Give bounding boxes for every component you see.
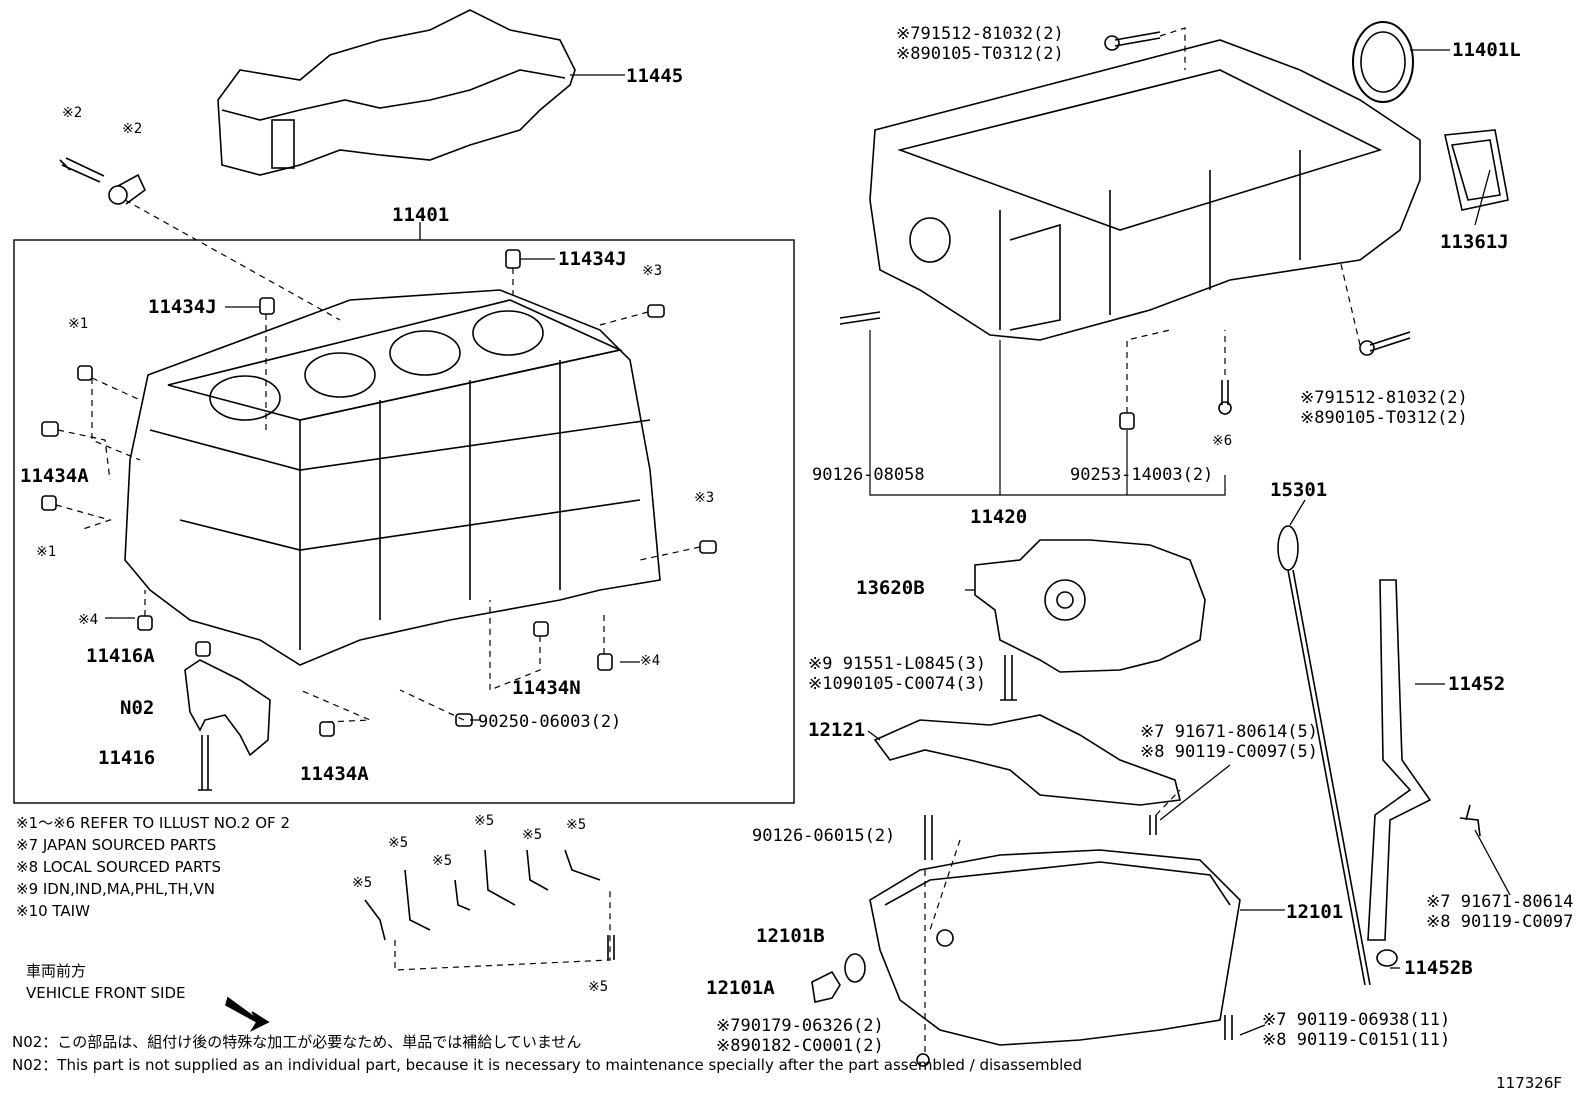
right-top-bolts [839,31,1411,430]
legend-line: ※1～※6 REFER TO ILLUST NO.2 OF 2 [16,814,290,832]
label-x5-4: ※5 [474,813,495,829]
vehicle-front-label: 車両前方 VEHICLE FRONT SIDE [26,960,186,1004]
crankcase-11420-drawing [869,39,1421,341]
label-x5-6: ※5 [566,817,587,833]
label-90126-06015: 90126-06015(2) [752,826,896,846]
label-90253: 90253-14003(2) [1070,465,1214,485]
label-top-791512: ※791512-81032(2) [896,24,1064,44]
cylinder-block-drawing [124,289,661,666]
block-dashed-lines [55,199,701,723]
right-top-dashed [1126,27,1361,413]
label-x5-7: ※5 [588,979,609,995]
label-N02: N02 [120,697,155,719]
label-11434J-left: 11434J [148,296,217,318]
gasket-12101B [844,953,866,983]
label-90119-06938: ※7 90119-06938(11) [1262,1010,1451,1030]
dipstick-drawing [1277,525,1371,986]
label-90250: 90250-06003(2) [478,712,622,732]
label-x5-3: ※5 [432,853,453,869]
label-90119-c0151: ※8 90119-C0151(11) [1262,1030,1451,1050]
label-11452: 11452 [1448,673,1506,695]
label-x4b: ※4 [640,653,661,669]
label-91671-b: ※7 91671-80614 [1426,892,1574,912]
gasket-11361J [1444,129,1509,211]
label-90119-a: ※8 90119-C0097(5) [1140,742,1319,762]
label-11401L: 11401L [1452,39,1521,61]
label-890182: ※890182-C0001(2) [716,1036,884,1056]
label-90119-b: ※8 90119-C0097 [1426,912,1574,932]
oil-pan-12101-drawing [869,815,1241,1055]
label-11452B: 11452B [1404,957,1473,979]
label-91671-a: ※7 91671-80614(5) [1140,722,1319,742]
label-12101A: 12101A [706,977,775,999]
leader-lines [105,49,1511,1036]
front-jp: 車両前方 [26,962,87,980]
label-11416: 11416 [98,747,156,769]
note-jp: N02：この部品は、組付け後の特殊な加工が必要なため、単品では補給していません [12,1033,582,1051]
label-12101B: 12101B [756,925,825,947]
cylinder-block-frame [13,239,795,804]
oil-pump-drawing [974,539,1206,701]
baffle-12121-drawing [873,714,1181,806]
label-11361J: 11361J [1440,231,1509,253]
label-11434A-bottom: 11434A [300,763,369,785]
label-11401: 11401 [392,204,450,226]
legend: ※1～※6 REFER TO ILLUST NO.2 OF 2 ※7 JAPAN… [16,812,290,922]
notes: N02：この部品は、組付け後の特殊な加工が必要なため、単品では補給していません … [12,1031,1082,1077]
plug-12101A [811,970,841,1003]
label-90126-08058: 90126-08058 [812,465,925,485]
legend-line: ※7 JAPAN SOURCED PARTS [16,836,217,854]
label-x4a: ※4 [78,612,99,628]
label-15301: 15301 [1270,479,1328,501]
label-13620B: 13620B [856,577,925,599]
note-en: N02：This part is not supplied as an indi… [12,1056,1083,1074]
label-11434J-top: 11434J [558,248,627,270]
label-11420: 11420 [970,506,1028,528]
label-x1a: ※1 [68,316,89,332]
label-x2b: ※2 [122,121,143,137]
front-en: VEHICLE FRONT SIDE [26,984,186,1002]
label-x1b: ※1 [36,544,57,560]
label-91551: ※9 91551-L0845(3) [808,654,987,674]
label-x3a: ※3 [642,263,663,279]
label-1090105: ※1090105-C0074(3) [808,674,987,694]
dipstick-guide-drawing [1367,579,1481,967]
bearing-cap-drawing [184,659,271,791]
label-x5-1: ※5 [352,875,373,891]
label-top-890105: ※890105-T0312(2) [896,44,1064,64]
x5-bolt-clips [364,849,615,960]
legend-line: ※10 TAIW [16,902,90,920]
bolt-x2-drawing [59,157,147,205]
label-x6: ※6 [1212,433,1233,449]
label-12101: 12101 [1286,901,1344,923]
label-11434A-left: 11434A [20,465,89,487]
label-x5-2: ※5 [388,835,409,851]
label-11445: 11445 [626,65,684,87]
legend-line: ※8 LOCAL SOURCED PARTS [16,858,221,876]
illustration-ref: 117326F [1496,1074,1562,1092]
front-arrow-icon [225,996,270,1032]
label-11416A: 11416A [86,645,155,667]
label-12121: 12121 [808,719,866,741]
label-11434N: 11434N [512,677,581,699]
label-790179: ※790179-06326(2) [716,1016,884,1036]
label-mid-890105: ※890105-T0312(2) [1300,408,1468,428]
label-mid-791512: ※791512-81032(2) [1300,388,1468,408]
insulator-11445-drawing [217,9,576,176]
label-x5-5: ※5 [522,827,543,843]
x5-dashed [394,890,611,971]
label-x2a: ※2 [62,105,83,121]
bracket-11420 [869,330,1226,496]
oil-seal-11401L [1352,21,1414,103]
legend-line: ※9 IDN,IND,MA,PHL,TH,VN [16,880,215,898]
label-x3b: ※3 [694,490,715,506]
